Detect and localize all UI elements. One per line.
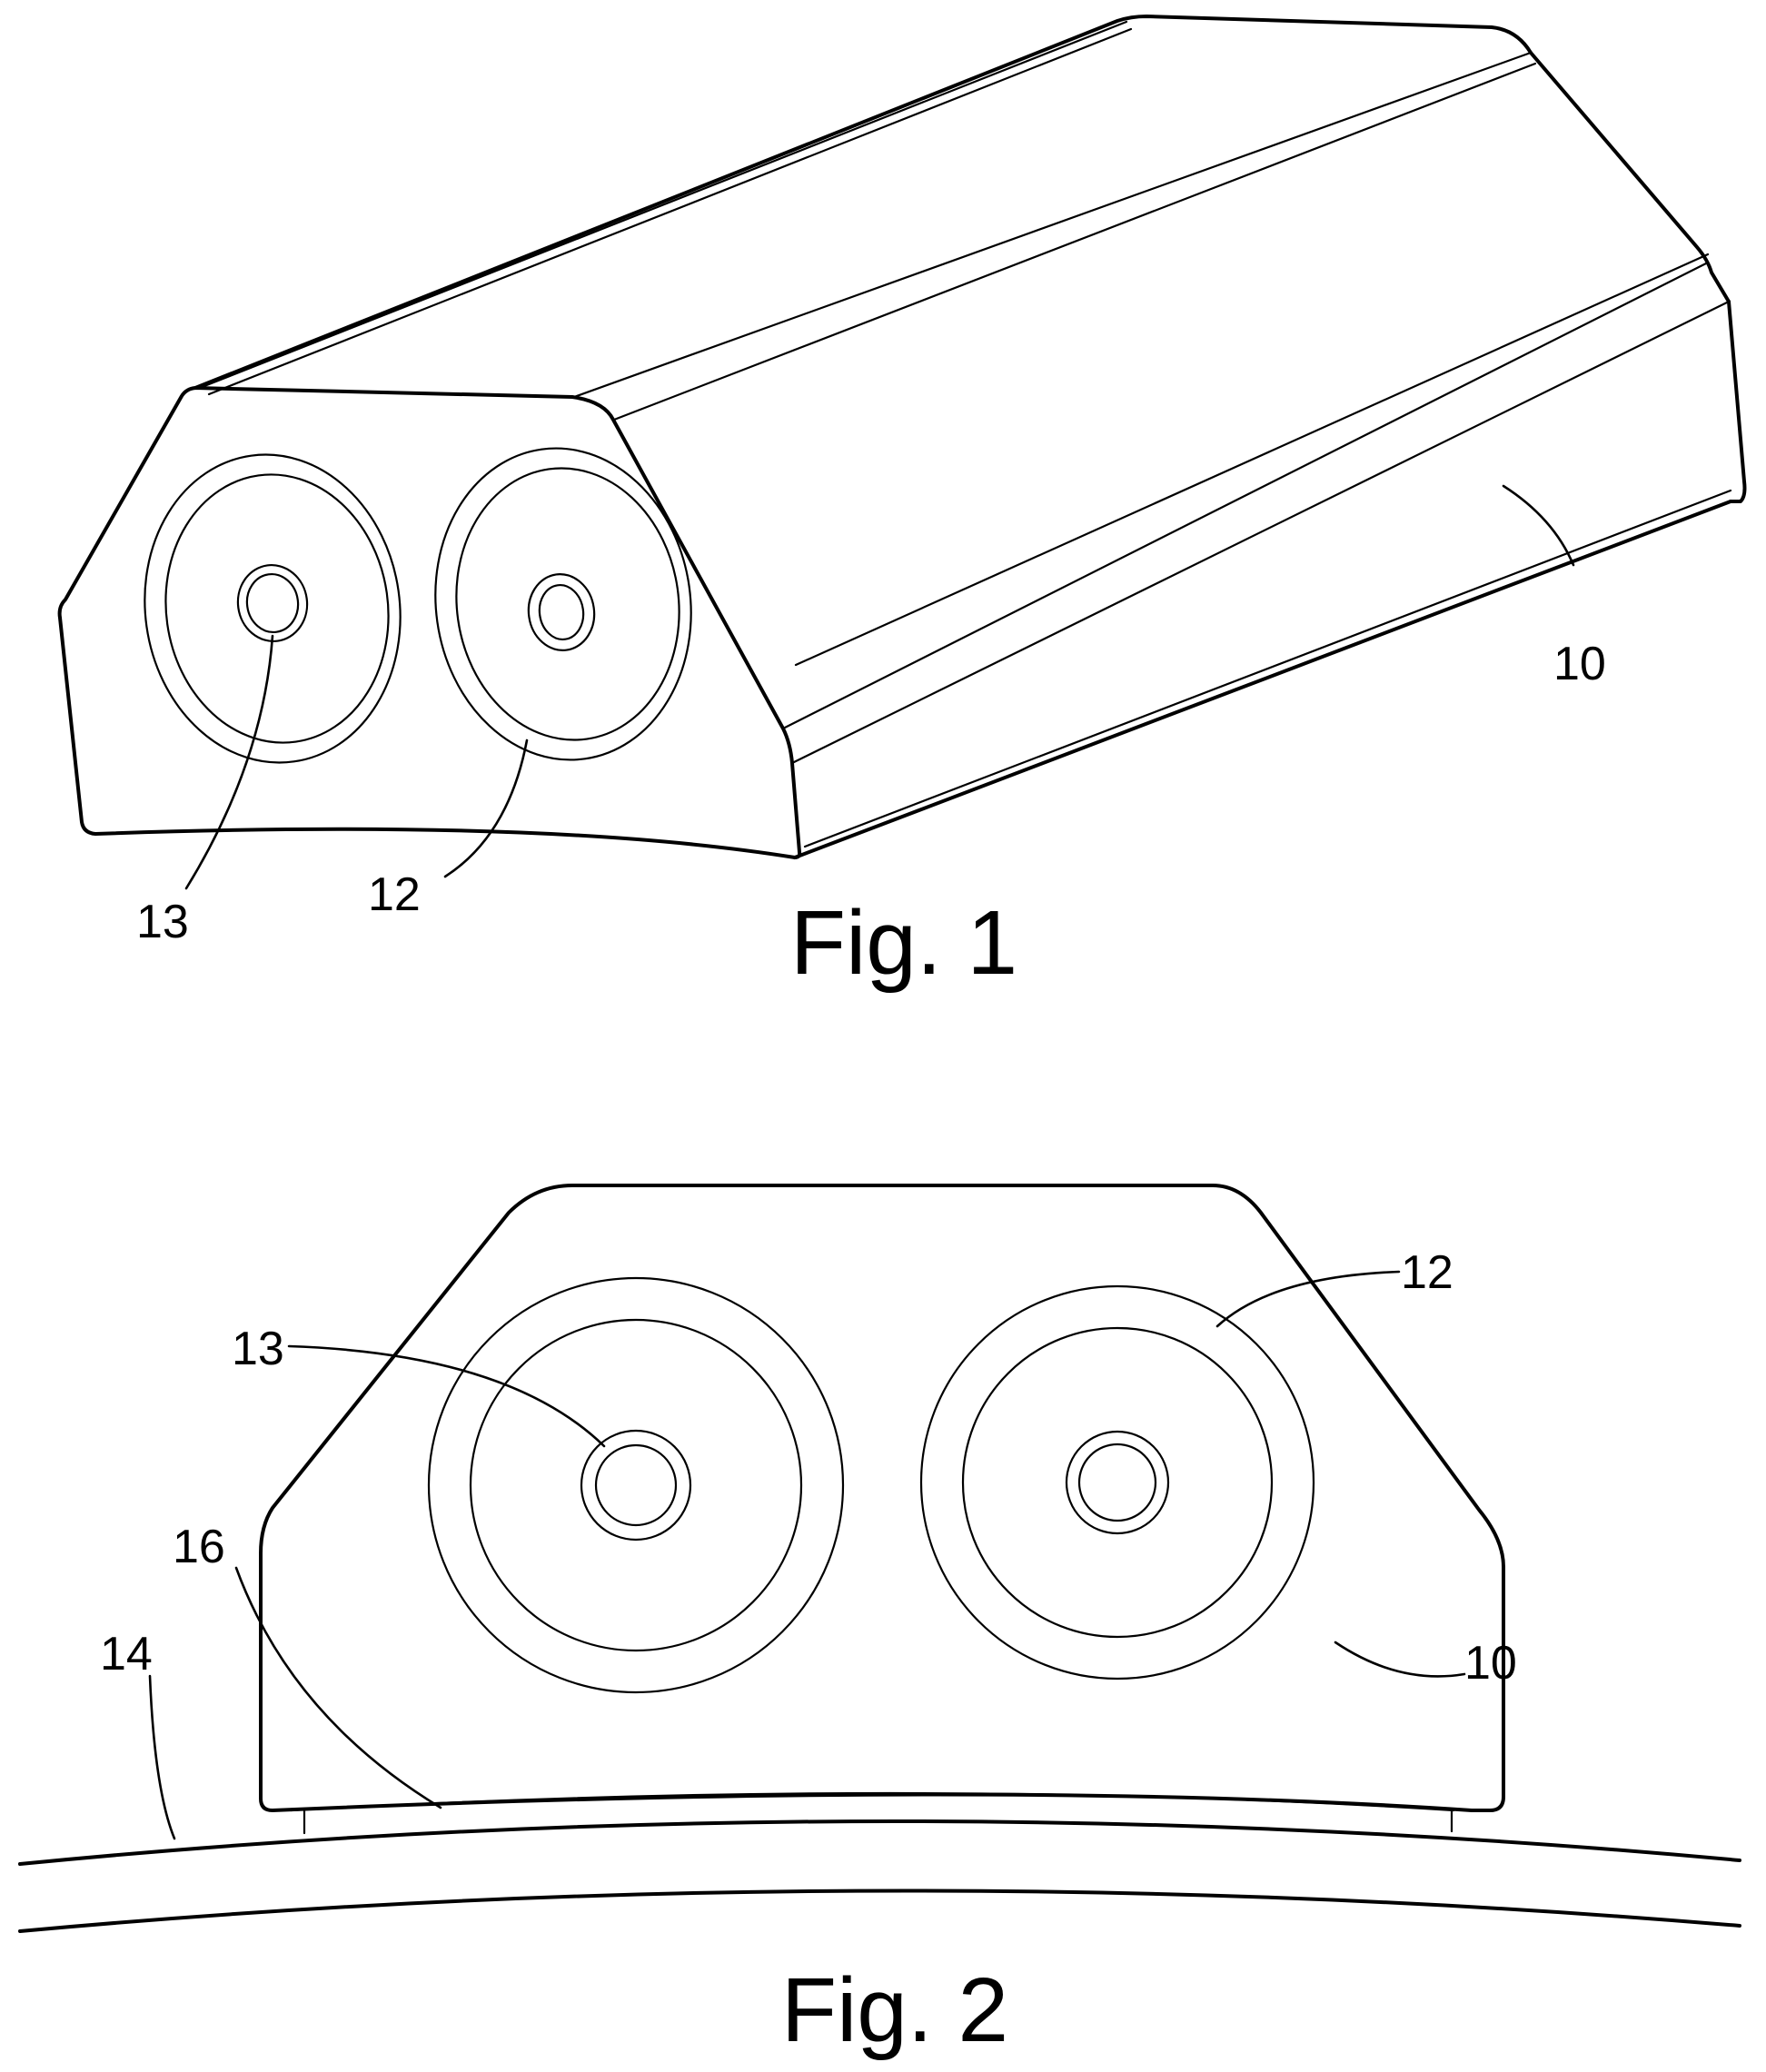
figure-1: 13 12 10 Fig. 1: [60, 16, 1745, 994]
ref-10-fig2: 10: [1464, 1637, 1517, 1690]
ref-16-fig2: 16: [173, 1521, 225, 1573]
leader-13-fig1: [186, 636, 273, 888]
lens-right-fig1: [415, 431, 710, 777]
ref-12-fig1: 12: [368, 868, 421, 921]
figure-2-caption: Fig. 2: [781, 1959, 1008, 2061]
mounting-surface-upper: [20, 1821, 1740, 1864]
ref-10-fig1: 10: [1553, 638, 1606, 690]
ref-14-fig2: 14: [100, 1628, 153, 1680]
mounting-surface-lower: [20, 1890, 1740, 1931]
leader-10-fig1: [1503, 486, 1573, 565]
figure-1-caption: Fig. 1: [790, 892, 1017, 994]
figure-2: 13 12 10 16 14 Fig. 2: [20, 1185, 1740, 2061]
lens-right-fig2: [921, 1286, 1314, 1679]
leader-12-fig1: [445, 740, 527, 877]
ref-13-fig2: 13: [232, 1323, 284, 1375]
leader-10-fig2: [1335, 1642, 1464, 1676]
housing-body-front: [261, 1185, 1503, 1810]
lens-left-fig2: [429, 1278, 843, 1692]
lens-left-fig1: [125, 438, 421, 779]
housing-body-perspective: [60, 16, 1745, 858]
ref-13-fig1: 13: [136, 896, 189, 948]
ref-12-fig2: 12: [1401, 1246, 1453, 1299]
leader-16-fig2: [236, 1568, 441, 1808]
leader-14-fig2: [150, 1676, 174, 1839]
